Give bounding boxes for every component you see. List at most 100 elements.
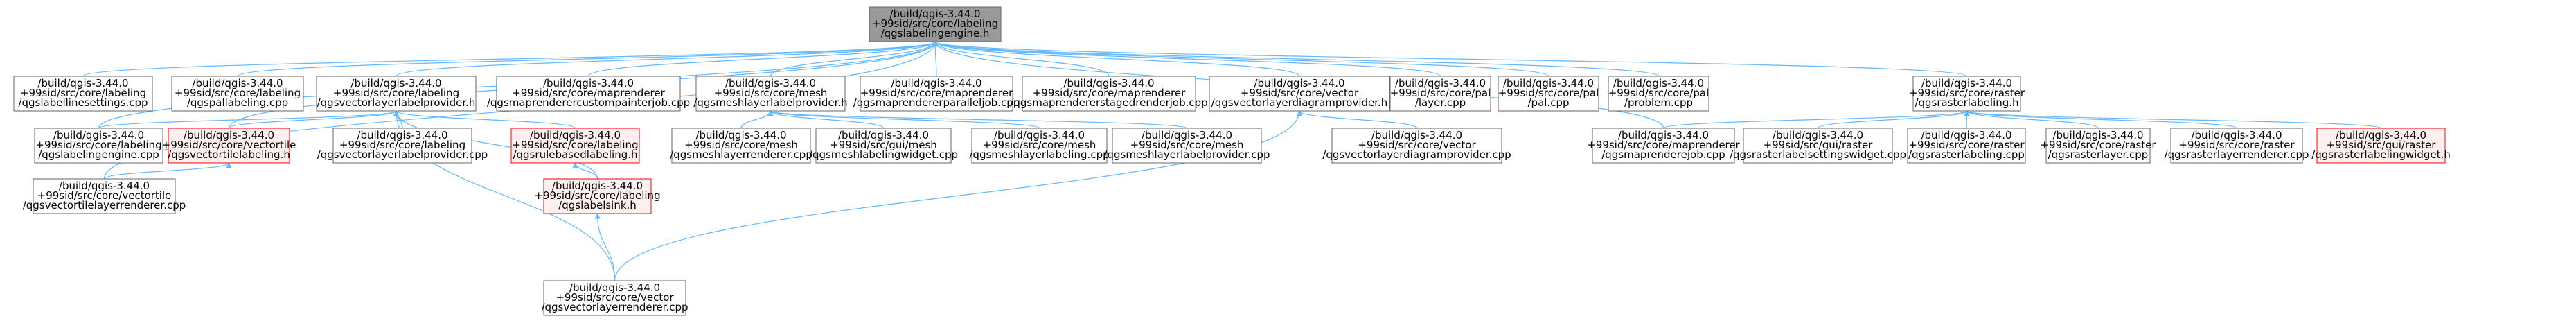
node-label-line: +99sid/src/core/pal xyxy=(1608,87,1709,99)
dependency-edge xyxy=(932,41,939,77)
node-label-line: +99sid/src/core/maprenderer xyxy=(1033,87,1186,99)
file-node[interactable]: /build/qgis-3.44.0+99sid/src/core/raster… xyxy=(1909,76,2025,112)
node-label-line: /build/qgis-3.44.0 xyxy=(2336,129,2426,141)
node-label-line: /build/qgis-3.44.0 xyxy=(1395,77,1486,89)
node-label-line: +99sid/src/core/raster xyxy=(1908,139,2025,151)
file-node[interactable]: /build/qgis-3.44.0+99sid/src/core/mapren… xyxy=(853,76,1020,112)
node-label-line: /qgslabelsink.h xyxy=(558,199,637,211)
node-label-line: +99sid/src/core/maprenderer xyxy=(1587,139,1740,151)
node-box xyxy=(1112,128,1262,164)
node-label-line: +99sid/src/core/labeling xyxy=(20,87,146,99)
dependency-edge xyxy=(932,41,1660,77)
node-label-line: /qgsvectortilelayerrenderer.cpp xyxy=(23,199,186,211)
file-node[interactable]: /build/qgis-3.44.0+99sid/src/core/vector… xyxy=(541,280,689,316)
node-label-line: +99sid/src/core/raster xyxy=(1909,87,2025,99)
file-node[interactable]: /build/qgis-3.44.0+99sid/src/core/vector… xyxy=(1209,76,1390,112)
node-box xyxy=(2045,128,2151,164)
file-node[interactable]: /build/qgis-3.44.0+99sid/src/core/mesh/q… xyxy=(670,128,812,164)
node-label-line: /layer.cpp xyxy=(1415,96,1466,109)
dependency-edge xyxy=(237,41,938,77)
file-node[interactable]: /build/qgis-3.44.0+99sid/src/core/raster… xyxy=(2165,128,2309,164)
file-node[interactable]: /build/qgis-3.44.0+99sid/src/gui/raster/… xyxy=(1730,128,1906,164)
node-label-line: +99sid/src/gui/mesh xyxy=(830,139,937,151)
node-label-line: +99sid/src/core/labeling xyxy=(872,17,998,30)
file-node[interactable]: /build/qgis-3.44.0+99sid/src/core/vector… xyxy=(1322,128,1511,164)
node-label-line: /build/qgis-3.44.0 xyxy=(1613,77,1704,89)
file-node[interactable]: /build/qgis-3.44.0+99sid/src/gui/mesh/qg… xyxy=(809,128,958,164)
file-node[interactable]: /build/qgis-3.44.0+99sid/src/core/raster… xyxy=(2040,128,2156,164)
dependency-edge xyxy=(572,162,598,180)
file-node[interactable]: /build/qgis-3.44.0+99sid/src/core/vector… xyxy=(23,178,186,214)
node-label-line: /qgsmaprendererstagedrenderjob.cpp xyxy=(1010,96,1207,109)
file-node[interactable]: /build/qgis-3.44.0+99sid/src/core/labeli… xyxy=(510,128,640,164)
node-label-line: /qgslabelingengine.h xyxy=(881,27,990,40)
node-label-line: /qgspallabeling.cpp xyxy=(187,96,288,109)
file-node[interactable]: /build/qgis-3.44.0+99sid/src/gui/raster/… xyxy=(2311,128,2451,164)
node-label-line: /build/qgis-3.44.0 xyxy=(725,77,816,89)
node-label-line: +99sid/src/core/maprenderer xyxy=(860,87,1013,99)
dependency-edge xyxy=(103,162,232,180)
file-node[interactable]: /build/qgis-3.44.0+99sid/src/core/labeli… xyxy=(171,76,304,112)
node-label-line: /build/qgis-3.44.0 xyxy=(1773,129,1863,141)
dependency-edge xyxy=(1964,110,2382,129)
node-label-line: /build/qgis-3.44.0 xyxy=(184,129,274,141)
file-node[interactable]: /build/qgis-3.44.0+99sid/src/core/labeli… xyxy=(316,76,477,112)
file-node[interactable]: /build/qgis-3.44.0+99sid/src/core/labeli… xyxy=(13,76,153,112)
file-node[interactable]: /build/qgis-3.44.0+99sid/src/core/pal/pr… xyxy=(1608,76,1709,112)
node-box xyxy=(13,76,153,112)
node-label-line: /build/qgis-3.44.0 xyxy=(1063,77,1154,89)
node-label-line: /build/qgis-3.44.0 xyxy=(2052,129,2143,141)
node-box xyxy=(815,128,952,164)
file-node[interactable]: /build/qgis-3.44.0+99sid/src/core/pal/la… xyxy=(1389,76,1491,112)
node-label-line: /qgsrasterlayer.cpp xyxy=(2048,148,2149,161)
node-box xyxy=(332,128,472,164)
node-label-line: /qgsmeshlayerlabelprovider.cpp xyxy=(1103,148,1270,161)
file-node[interactable]: /build/qgis-3.44.0+99sid/src/core/labeli… xyxy=(317,128,488,164)
node-box xyxy=(2316,128,2446,164)
dependency-edge xyxy=(932,41,1300,77)
node-label-line: /build/qgis-3.44.0 xyxy=(994,129,1085,141)
file-node[interactable]: /build/qgis-3.44.0+99sid/src/core/vector… xyxy=(162,128,296,164)
node-label-line: +99sid/src/core/pal xyxy=(1498,87,1599,99)
node-box xyxy=(1022,76,1196,112)
node-label-line: /qgsvectorlayerdiagramprovider.cpp xyxy=(1322,148,1511,161)
dependency-edge xyxy=(393,110,576,129)
node-label-line: +99sid/src/core/labeling xyxy=(339,139,465,151)
file-node[interactable]: /build/qgis-3.44.0+99sid/src/core/labeli… xyxy=(534,178,661,214)
file-node[interactable]: /build/qgis-3.44.0+99sid/src/core/mapren… xyxy=(1587,128,1741,164)
file-node[interactable]: /build/qgis-3.44.0+99sid/src/core/pal/pa… xyxy=(1498,76,1599,112)
node-label-line: +99sid/src/core/vector xyxy=(1358,139,1476,151)
node-label-line: /build/qgis-3.44.0 xyxy=(530,129,621,141)
node-box xyxy=(510,128,640,164)
file-node[interactable]: /build/qgis-3.44.0+99sid/src/core/mesh/q… xyxy=(693,76,848,112)
file-node[interactable]: /build/qgis-3.44.0+99sid/src/core/mapren… xyxy=(1010,76,1208,112)
node-label-line: +99sid/src/gui/raster xyxy=(2327,139,2437,151)
dependency-edge xyxy=(82,41,938,77)
node-label-line: /qgsmaprendererparalleljob.cpp xyxy=(853,96,1020,109)
node-label-line: /qgsmaprenderejob.cpp xyxy=(1601,148,1725,161)
node-label-line: /qgsmaprenderercustompainterjob.cpp xyxy=(487,96,690,109)
node-label-line: /qgsvectorlayerrenderer.cpp xyxy=(541,301,688,313)
node-box xyxy=(496,76,681,112)
node-label-line: +99sid/src/core/mesh xyxy=(684,139,798,151)
node-label-line: +99sid/src/core/labeling xyxy=(35,139,161,151)
node-label-line: +99sid/src/core/vectortile xyxy=(162,139,296,151)
node-label-line: +99sid/src/core/labeling xyxy=(512,139,638,151)
file-node[interactable]: /build/qgis-3.44.0+99sid/src/core/labeli… xyxy=(34,128,163,164)
node-box xyxy=(869,6,1002,42)
root-file-node[interactable]: /build/qgis-3.44.0+99sid/src/core/labeli… xyxy=(869,6,1002,42)
dependency-edge xyxy=(740,110,774,129)
dependency-edge xyxy=(98,110,399,129)
dependency-edge xyxy=(932,41,1441,77)
file-node[interactable]: /build/qgis-3.44.0+99sid/src/core/mapren… xyxy=(487,76,690,112)
node-label-line: /build/qgis-3.44.0 xyxy=(357,129,447,141)
file-node[interactable]: /build/qgis-3.44.0+99sid/src/core/raster… xyxy=(1907,128,2026,164)
node-label-line: /problem.cpp xyxy=(1624,96,1693,109)
file-node[interactable]: /build/qgis-3.44.0+99sid/src/core/mesh/q… xyxy=(1103,128,1270,164)
node-label-line: /build/qgis-3.44.0 xyxy=(1254,77,1344,89)
dependency-edge xyxy=(1662,110,1970,129)
node-label-line: /qgsvectorlayerdiagramprovider.h xyxy=(1211,96,1388,109)
dependency-edge xyxy=(932,41,1549,77)
file-node[interactable]: /build/qgis-3.44.0+99sid/src/core/mesh/q… xyxy=(969,128,1110,164)
